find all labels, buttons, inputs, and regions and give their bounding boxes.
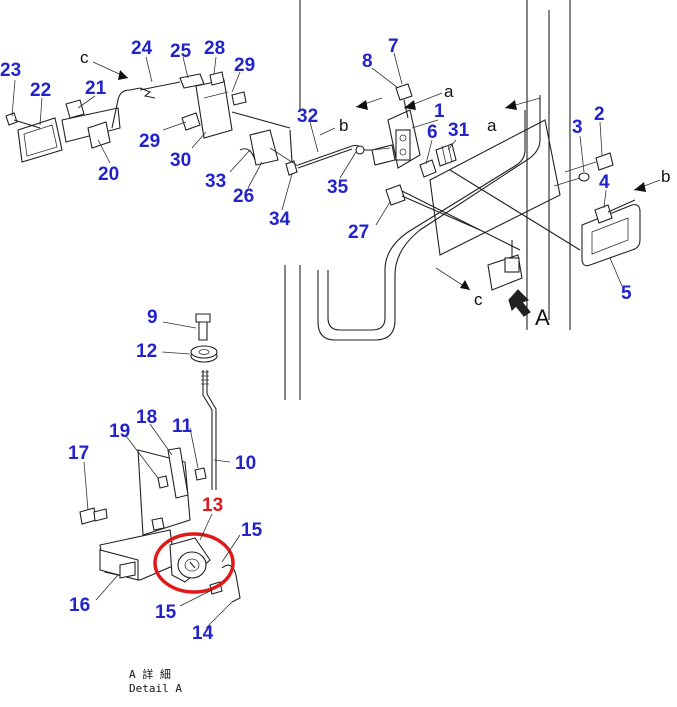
- label-12: 12: [136, 341, 157, 362]
- label-34: 34: [269, 209, 291, 230]
- label-33: 33: [205, 171, 226, 192]
- label-21: 21: [85, 78, 107, 99]
- door-frame: [284, 0, 581, 400]
- ref-a-outer: a: [487, 116, 497, 135]
- part-labels: 23 22 21 20 24 25 28 29 29 30 33 26 34 3…: [0, 36, 632, 644]
- lever-assembly: [139, 71, 299, 176]
- label-27: 27: [348, 222, 369, 243]
- label-29-bottom: 29: [139, 131, 160, 152]
- latch: [487, 240, 531, 317]
- caption-en: Detail A: [129, 682, 182, 695]
- inside-handle-bracket: [5, 87, 141, 163]
- ref-c-top: c: [80, 48, 89, 67]
- label-35: 35: [327, 177, 349, 198]
- leader-lines: [11, 52, 623, 629]
- label-29-top: 29: [234, 55, 255, 76]
- linkage: [297, 144, 391, 169]
- label-14: 14: [192, 623, 214, 644]
- label-17: 17: [68, 443, 89, 464]
- lock-assembly: [371, 83, 481, 231]
- label-32: 32: [297, 106, 318, 127]
- label-20: 20: [98, 164, 119, 185]
- label-16: 16: [69, 595, 90, 616]
- label-15-bottom: 15: [155, 602, 177, 623]
- ref-c-bottom: c: [474, 290, 483, 309]
- label-10: 10: [235, 453, 256, 474]
- label-18: 18: [136, 407, 157, 428]
- reference-arrows: [92, 61, 661, 291]
- caption-jp: A 詳 細: [129, 667, 171, 681]
- label-2: 2: [594, 104, 605, 125]
- label-7: 7: [388, 36, 399, 57]
- label-28: 28: [204, 38, 225, 59]
- ref-b-right: b: [661, 167, 670, 186]
- label-5: 5: [621, 283, 632, 304]
- detail-caption: A 詳 細 Detail A: [129, 667, 182, 695]
- label-22: 22: [30, 80, 51, 101]
- highlight-circle: [153, 532, 235, 594]
- label-11: 11: [172, 416, 193, 437]
- label-24: 24: [131, 38, 153, 59]
- label-6: 6: [427, 122, 438, 143]
- label-15-top: 15: [241, 520, 263, 541]
- label-25: 25: [170, 41, 192, 62]
- outside-handle: [553, 152, 641, 267]
- label-31: 31: [448, 120, 470, 141]
- ref-b-left: b: [339, 116, 348, 135]
- reference-letters: c a a b b c A: [80, 48, 670, 330]
- label-26: 26: [233, 186, 254, 207]
- label-23: 23: [0, 60, 21, 81]
- label-8: 8: [362, 51, 373, 72]
- label-9: 9: [147, 307, 158, 328]
- label-4: 4: [599, 172, 610, 193]
- label-1: 1: [434, 101, 445, 122]
- ref-A-view: A: [535, 305, 550, 330]
- label-19: 19: [109, 421, 130, 442]
- label-13: 13: [202, 495, 223, 516]
- detail-a-assembly: [79, 313, 241, 603]
- ref-a-inner: a: [444, 82, 454, 101]
- label-30: 30: [170, 150, 191, 171]
- label-3: 3: [572, 117, 583, 138]
